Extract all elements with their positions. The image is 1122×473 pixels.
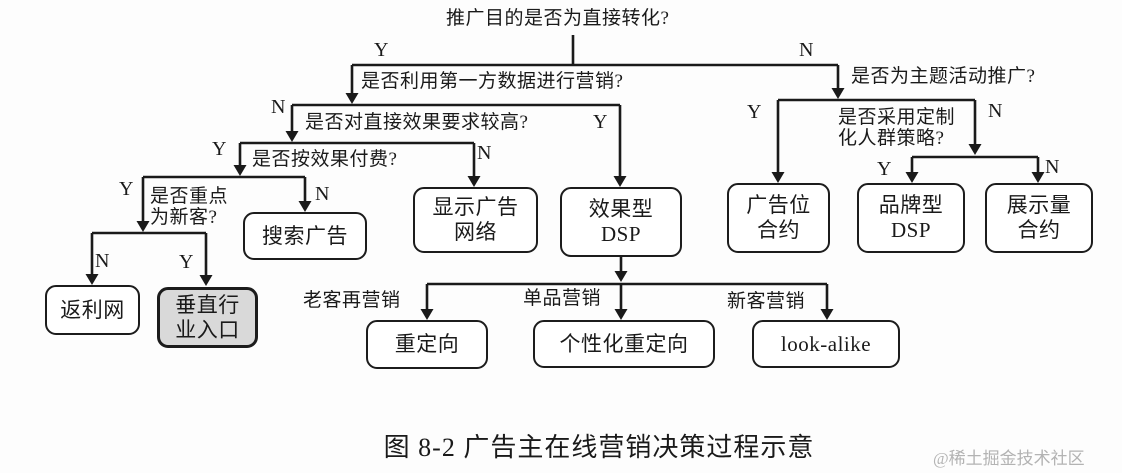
branch-custom-yes: Y <box>877 158 892 180</box>
branch-newfocus-yes: Y <box>179 251 194 273</box>
branch-label-remarketing: 老客再营销 <box>303 290 401 311</box>
node-display-network: 显示广告 网络 <box>413 187 538 253</box>
branch-firstparty-no: N <box>271 96 286 118</box>
branch-theme-no: N <box>988 100 1003 122</box>
node-look-alike: look-alike <box>752 320 900 368</box>
node-impression-contract: 展示量 合约 <box>985 183 1093 253</box>
branch-payperf-no: N <box>315 183 330 205</box>
branch-theme-yes: Y <box>747 101 762 123</box>
branch-custom-no: N <box>1045 156 1060 178</box>
question-root: 推广目的是否为直接转化? <box>446 8 670 29</box>
branch-newfocus-no: N <box>95 250 110 272</box>
arrowheads <box>85 88 1045 320</box>
question-pay-per-performance: 是否按效果付费? <box>252 149 398 170</box>
branch-payperf-yes: Y <box>119 178 134 200</box>
node-search-ads: 搜索广告 <box>243 212 367 260</box>
branch-label-single-product: 单品营销 <box>523 288 602 309</box>
question-custom-audience: 是否采用定制 化人群策略? <box>838 107 956 149</box>
question-theme-campaign: 是否为主题活动推广? <box>851 66 1036 87</box>
branch-label-new-customer: 新客营销 <box>727 291 806 312</box>
node-personalized-retargeting: 个性化重定向 <box>533 320 715 368</box>
node-ad-slot-contract: 广告位 合约 <box>727 183 830 253</box>
node-performance-dsp: 效果型 DSP <box>560 187 682 257</box>
branch-directeffect-no: N <box>477 142 492 164</box>
watermark: @稀土掘金技术社区 <box>933 449 1085 468</box>
figure-caption: 图 8-2 广告主在线营销决策过程示意 <box>383 433 815 462</box>
branch-directeffect-yes: Y <box>212 138 227 160</box>
node-rebate-site: 返利网 <box>45 285 140 335</box>
node-retargeting: 重定向 <box>366 320 488 369</box>
branch-root-yes: Y <box>374 39 389 61</box>
question-direct-effect: 是否对直接效果要求较高? <box>305 112 529 133</box>
node-vertical-portal: 垂直行 业入口 <box>157 287 258 348</box>
branch-firstparty-yes: Y <box>593 111 608 133</box>
question-new-customer-focus: 是否重点 为新客? <box>150 186 229 228</box>
node-brand-dsp: 品牌型 DSP <box>857 183 965 253</box>
branch-root-no: N <box>799 39 814 61</box>
question-first-party-data: 是否利用第一方数据进行营销? <box>361 71 624 92</box>
